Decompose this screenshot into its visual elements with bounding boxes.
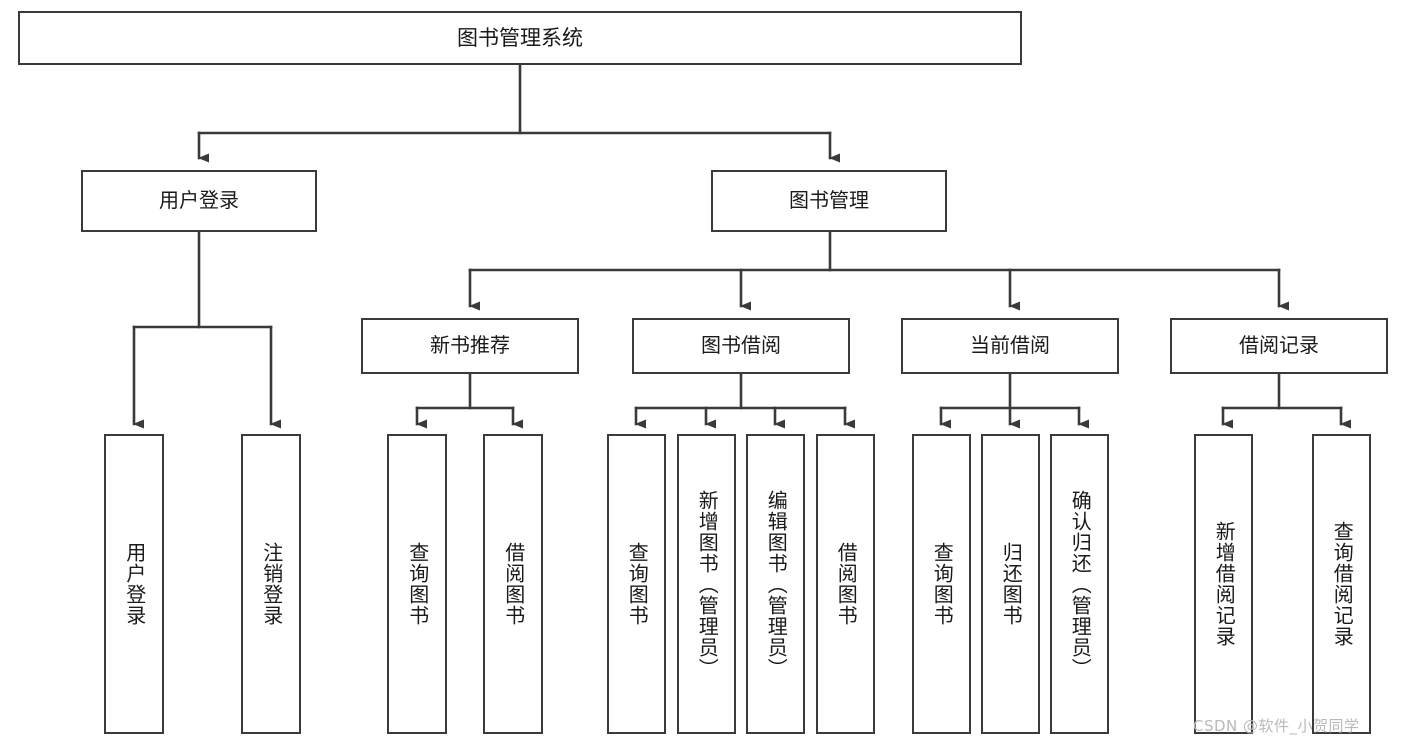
node-label-borrow-record: 借阅记录 — [1239, 333, 1319, 358]
node-new-book-recommend[interactable]: 新书推荐 — [361, 318, 579, 374]
node-label-leaf-add-book: 新增图书（管理员） — [695, 489, 720, 679]
node-label-leaf-return-book: 归还图书 — [999, 542, 1024, 626]
node-user-login[interactable]: 用户登录 — [81, 170, 317, 232]
node-root-system[interactable]: 图书管理系统 — [18, 11, 1022, 65]
node-leaf-query-book-1[interactable]: 查询图书 — [387, 434, 447, 734]
node-label-user-login: 用户登录 — [159, 188, 239, 213]
node-label-leaf-borrow-book-2: 借阅图书 — [834, 542, 859, 626]
node-leaf-query-book-2[interactable]: 查询图书 — [607, 434, 666, 734]
node-leaf-query-book-3[interactable]: 查询图书 — [912, 434, 971, 734]
node-leaf-user-login[interactable]: 用户登录 — [104, 434, 164, 734]
node-leaf-borrow-book-1[interactable]: 借阅图书 — [483, 434, 543, 734]
node-label-current-borrow: 当前借阅 — [970, 333, 1050, 358]
node-leaf-edit-book[interactable]: 编辑图书（管理员） — [746, 434, 805, 734]
node-leaf-logout[interactable]: 注销登录 — [241, 434, 301, 734]
node-leaf-confirm-return[interactable]: 确认归还（管理员） — [1050, 434, 1109, 734]
node-label-book-borrow: 图书借阅 — [701, 333, 781, 358]
node-leaf-add-record[interactable]: 新增借阅记录 — [1194, 434, 1253, 734]
node-label-leaf-confirm-return: 确认归还（管理员） — [1068, 489, 1093, 679]
node-book-borrow[interactable]: 图书借阅 — [632, 318, 850, 374]
node-label-leaf-edit-book: 编辑图书（管理员） — [764, 489, 789, 679]
node-label-leaf-query-book-3: 查询图书 — [930, 542, 955, 626]
node-label-book-management: 图书管理 — [789, 188, 869, 213]
node-label-leaf-query-book-2: 查询图书 — [625, 542, 650, 626]
node-current-borrow[interactable]: 当前借阅 — [901, 318, 1119, 374]
node-label-new-book-recommend: 新书推荐 — [430, 333, 510, 358]
node-leaf-add-book[interactable]: 新增图书（管理员） — [677, 434, 736, 734]
node-label-leaf-query-book-1: 查询图书 — [405, 542, 430, 626]
node-label-leaf-logout: 注销登录 — [259, 542, 284, 626]
node-label-leaf-add-record: 新增借阅记录 — [1212, 521, 1237, 647]
node-leaf-return-book[interactable]: 归还图书 — [981, 434, 1040, 734]
node-borrow-record[interactable]: 借阅记录 — [1170, 318, 1388, 374]
node-label-root: 图书管理系统 — [457, 25, 583, 50]
csdn-watermark: CSDN @软件_小贺同学 — [1193, 717, 1360, 735]
node-label-leaf-query-record: 查询借阅记录 — [1330, 521, 1355, 647]
node-leaf-borrow-book-2[interactable]: 借阅图书 — [816, 434, 875, 734]
node-label-leaf-borrow-book-1: 借阅图书 — [501, 542, 526, 626]
node-leaf-query-record[interactable]: 查询借阅记录 — [1312, 434, 1371, 734]
node-label-leaf-user-login: 用户登录 — [122, 542, 147, 626]
node-book-management[interactable]: 图书管理 — [711, 170, 947, 232]
